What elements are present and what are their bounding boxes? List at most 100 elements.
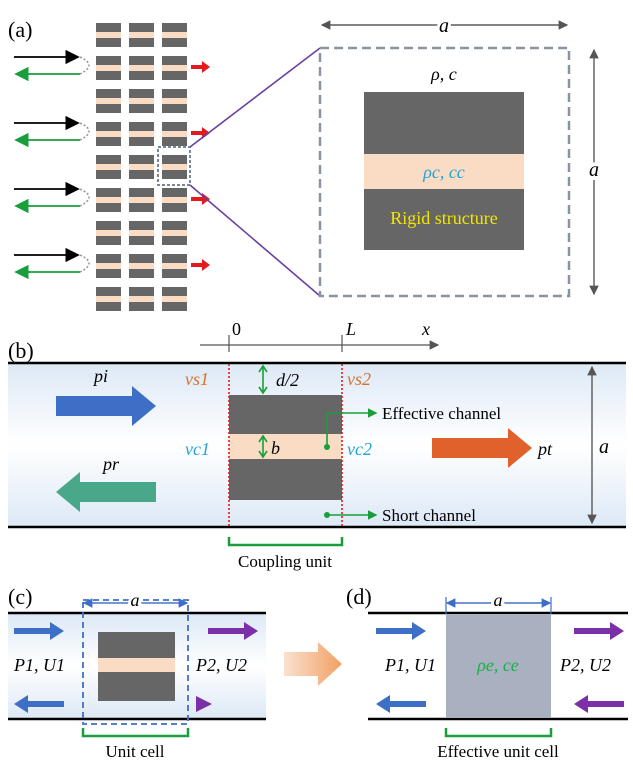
axis-zero-label: 0 [232, 319, 241, 339]
d-arrow-right-bottom [574, 695, 624, 713]
panel-b-tag: (b) [8, 338, 34, 363]
d-left-vars: P1, U1 [384, 655, 436, 675]
array-block-channel [162, 197, 187, 203]
transmitted-wave-arrow [191, 259, 210, 271]
short-channel-dot [324, 512, 330, 518]
b-arrowheads [258, 434, 268, 459]
coupling-unit-label: Coupling unit [238, 552, 332, 571]
array-block-channel [129, 230, 154, 236]
array-block-channel [129, 263, 154, 269]
dim-right-label: a [589, 159, 599, 181]
reflected-arrow [56, 472, 156, 512]
pr-label: pr [101, 454, 120, 474]
unit-cell-frame [82, 599, 189, 725]
vc1-label: vc1 [185, 439, 210, 459]
effective-cell-caption: Effective unit cell [437, 742, 559, 761]
effective-channel-leader [326, 408, 378, 447]
dim-top-label: a [439, 15, 449, 37]
effective-cell-bracket [444, 728, 553, 738]
pt-label: pt [536, 439, 553, 459]
d-arrow-out [376, 695, 426, 713]
array-block-channel [162, 230, 187, 236]
wave-turn-dotted [79, 122, 90, 141]
transmitted-wave-arrow [191, 61, 210, 73]
d-arrow-right-top [574, 622, 624, 640]
c-arrow-right-bottom [196, 696, 212, 712]
effective-medium-label: ρe, ce [476, 655, 519, 675]
array-highlight-box [157, 146, 191, 186]
array-block-channel [96, 230, 121, 236]
array-block-channel [162, 65, 187, 71]
effective-channel-label: Effective channel [382, 404, 501, 423]
short-channel-label: Short channel [382, 506, 476, 525]
pi-label: pi [92, 366, 108, 386]
array-block-channel [162, 263, 187, 269]
array-block-channel [162, 131, 187, 137]
d-arrow-in [376, 622, 426, 640]
wave-turn-dotted [79, 56, 90, 75]
wave-turn-dotted [79, 188, 90, 207]
coupling-channel [229, 434, 342, 459]
unit-cell-bracket [81, 728, 190, 738]
array-block-channel [162, 296, 187, 302]
zoom-channel [364, 154, 524, 189]
c-left-vars: P1, U1 [13, 655, 65, 675]
panel-d-tag: (d) [346, 584, 372, 609]
d-dim-label: a [494, 590, 503, 610]
d-half-arrowheads [258, 364, 268, 395]
c-dim-label: a [131, 590, 140, 610]
array-block-channel [96, 32, 121, 38]
b-label: b [271, 438, 280, 458]
coupling-unit-bracket [227, 537, 344, 547]
panel-c-tag: (c) [8, 584, 32, 609]
array-block-channel [129, 197, 154, 203]
array-block-channel [129, 164, 154, 170]
panel-a-tag: (a) [8, 17, 32, 42]
vc2-label: vc2 [347, 439, 372, 459]
d-right-vars: P2, U2 [559, 655, 611, 675]
array-block-channel [129, 98, 154, 104]
transmitted-arrow [432, 428, 532, 468]
vs2-label: vs2 [347, 369, 371, 389]
c-arrow-right-top [208, 622, 258, 640]
array-block-channel [96, 131, 121, 137]
channel-label: ρc, cc [422, 162, 465, 182]
incident-arrow [56, 386, 156, 426]
array-block-channel [162, 98, 187, 104]
transition-arrow [284, 642, 342, 686]
array-block-channel [96, 65, 121, 71]
c-arrow-in [14, 622, 64, 640]
zoom-line-bottom [189, 184, 321, 297]
d-half-label: d/2 [276, 370, 299, 390]
unit-cell-caption: Unit cell [105, 742, 164, 761]
wave-turn-dotted [79, 254, 90, 273]
panel-a: (a) ρ, c ρc, cc Rigid structure a a [8, 12, 603, 311]
metamaterial-array [14, 23, 210, 311]
array-block-channel [96, 164, 121, 170]
effective-channel-dot [324, 444, 330, 450]
transmitted-wave-arrow [191, 193, 210, 205]
unit-cell-channel [98, 658, 175, 672]
c-arrow-out [14, 695, 64, 713]
fluid-label: ρ, c [430, 64, 457, 84]
array-block-channel [129, 131, 154, 137]
zoom-line-top [189, 47, 321, 148]
panel-d: (d) a ρe, ce P1, U1 P2, U2 Effective uni… [346, 584, 628, 761]
panel-c: (c) a P1, U1 P2, U2 Unit cell [8, 584, 266, 761]
array-block-channel [96, 296, 121, 302]
rigid-structure-label: Rigid structure [390, 208, 497, 228]
array-block-channel [96, 197, 121, 203]
array-block-channel [96, 98, 121, 104]
axis-L-label: L [345, 319, 356, 339]
vs1-label: vs1 [185, 369, 209, 389]
array-block-channel [96, 263, 121, 269]
panel-b: (b) 0 L x d/2 b vs1 vs2 vc1 vc2 Eff [8, 319, 626, 571]
array-block-channel [129, 296, 154, 302]
c-right-vars: P2, U2 [195, 655, 247, 675]
axis-x-label: x [421, 319, 430, 339]
array-block-channel [162, 164, 187, 170]
effective-medium [446, 614, 551, 718]
array-block-channel [162, 32, 187, 38]
